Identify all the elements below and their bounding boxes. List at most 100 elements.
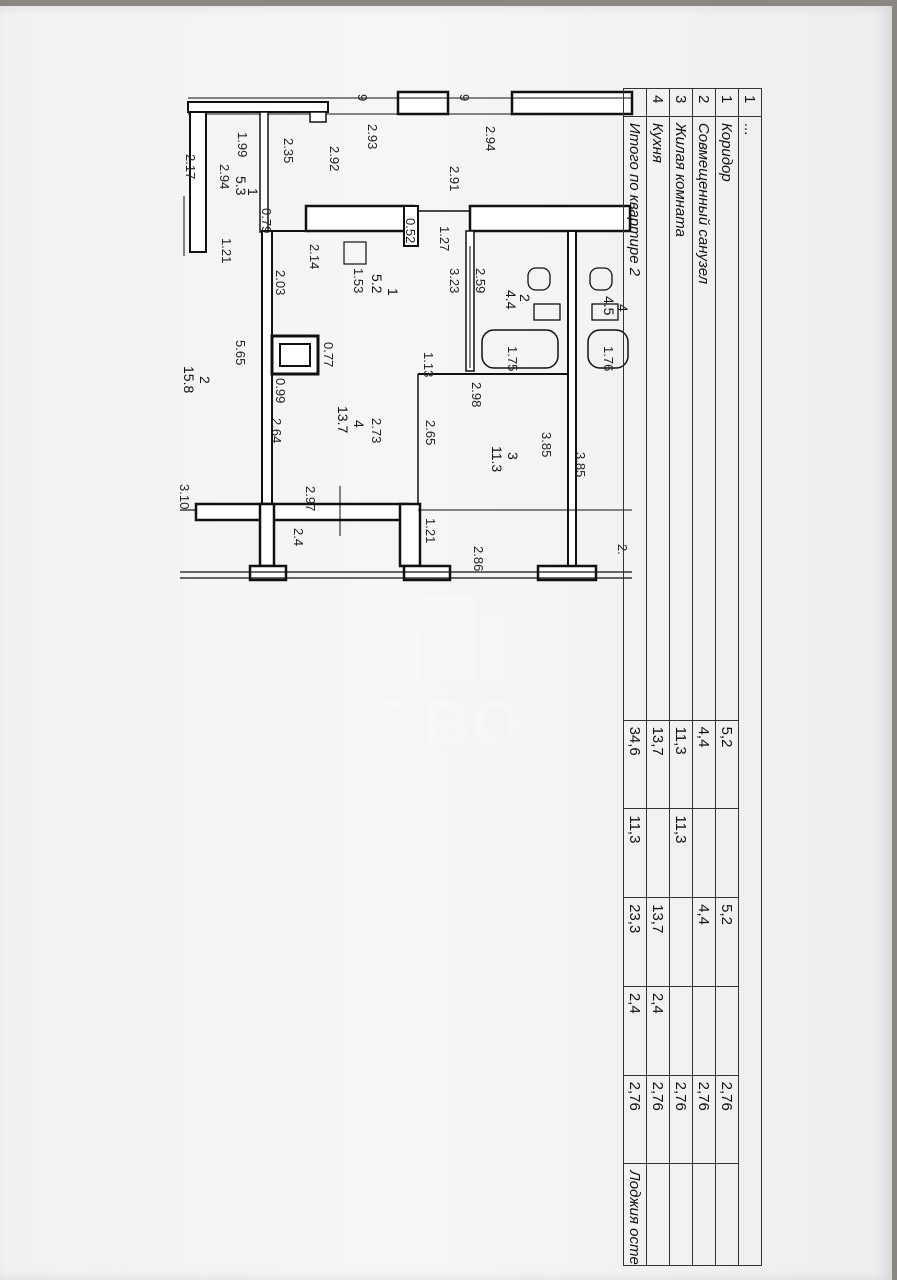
table-cell: 2,76 bbox=[715, 1075, 739, 1164]
dim-label: 2.35 bbox=[281, 138, 296, 163]
table-cell: 2,4 bbox=[646, 986, 670, 1076]
table-total-row: Итого по квартире 2 34,6 11,3 23,3 2,4 2… bbox=[623, 88, 647, 1266]
room-area: 11.3 bbox=[489, 446, 505, 472]
table-cell bbox=[715, 808, 739, 898]
dim-label: 1.99 bbox=[235, 132, 250, 157]
dim-label: 0.79 bbox=[259, 208, 274, 233]
dim-label: 2.14 bbox=[307, 244, 322, 269]
table-cell: ... bbox=[738, 116, 762, 1266]
dim-label: 3.23 bbox=[447, 268, 462, 293]
table-cell bbox=[669, 897, 693, 987]
table-cell: 2,76 bbox=[623, 1075, 647, 1164]
table-header-row: 1 ... bbox=[738, 88, 762, 1266]
table-cell bbox=[669, 986, 693, 1076]
dim-label: 2.94 bbox=[483, 126, 498, 151]
dim-label: 2.59 bbox=[473, 268, 488, 293]
dim-label: 0.77 bbox=[321, 342, 336, 367]
table-cell: 4,4 bbox=[692, 897, 716, 987]
table-cell: 1 bbox=[715, 88, 739, 117]
dim-label: 3.85 bbox=[539, 432, 554, 457]
table-cell: 4,4 bbox=[692, 720, 716, 809]
dim-label: 1.53 bbox=[351, 268, 366, 293]
table-row: 4 Кухня 13,7 13,7 2,4 2,76 bbox=[646, 88, 670, 1266]
dim-label: 2.65 bbox=[423, 420, 438, 445]
room-number: 1 bbox=[245, 188, 261, 196]
table-cell bbox=[646, 1163, 670, 1266]
table-cell: 13,7 bbox=[646, 897, 670, 987]
table-row: 3 Жилая комната 11,3 11,3 2,76 bbox=[669, 88, 693, 1266]
dim-label: 2.64 bbox=[269, 418, 284, 443]
table-cell: 2,76 bbox=[669, 1075, 693, 1164]
document-sheet: 1.99 2.35 2.92 2.93 2.94 2.91 2.17 2. 9 4 … bbox=[0, 6, 892, 1280]
room-area: 4.5 bbox=[601, 296, 617, 316]
dim-label: 2.17 bbox=[183, 154, 198, 179]
table-cell: 2,4 bbox=[623, 986, 647, 1076]
dim-label: 3.10 bbox=[177, 484, 192, 509]
room-number: 2 bbox=[197, 376, 213, 384]
watermark-text: ЭВО bbox=[374, 687, 526, 759]
table-cell bbox=[646, 808, 670, 898]
table-cell: 2,76 bbox=[646, 1075, 670, 1164]
table-cell: 13,7 bbox=[646, 720, 670, 809]
dim-label: 2.92 bbox=[327, 146, 342, 171]
dim-label: 0.99 bbox=[273, 378, 288, 403]
dim-label: 1.75 bbox=[505, 346, 520, 371]
table-cell: 5,2 bbox=[715, 897, 739, 987]
room-number: 4 bbox=[351, 420, 367, 428]
floor-plan: 1.99 2.35 2.92 2.93 2.94 2.91 2.17 2.94 … bbox=[177, 90, 634, 582]
table-cell bbox=[669, 1163, 693, 1266]
dim-label: 1.76 bbox=[601, 346, 616, 371]
dim-label: 2.94 bbox=[217, 164, 232, 189]
table-cell: Жилая комната bbox=[669, 116, 693, 721]
table-cell: 11,3 bbox=[669, 808, 693, 898]
table-cell: 4 bbox=[646, 88, 670, 117]
table-cell: 2 bbox=[692, 88, 716, 117]
table-cell: 1 bbox=[738, 88, 762, 117]
dim-label: 1.21 bbox=[423, 518, 438, 543]
dim-label: 5.65 bbox=[233, 340, 248, 365]
table-cell: 11,3 bbox=[623, 808, 647, 898]
dim-label: 2.98 bbox=[469, 382, 484, 407]
watermark-logo: ЭВО bbox=[350, 576, 550, 759]
table-cell bbox=[692, 1163, 716, 1266]
room-number: 1 bbox=[385, 288, 401, 296]
table-cell: 23,3 bbox=[623, 897, 647, 987]
dim-label: 2.03 bbox=[273, 270, 288, 295]
dim-label: 2.97 bbox=[303, 486, 318, 511]
table-cell: Лоджия остеклен bbox=[623, 1163, 647, 1266]
explication-table: 1 ... 1 Коридор 5,2 5,2 2,76 2 Совмещенн… bbox=[623, 88, 762, 1266]
room-area: 5.2 bbox=[369, 274, 385, 294]
dim-label: 1.21 bbox=[219, 238, 234, 263]
dim-label: 2.73 bbox=[369, 418, 384, 443]
table-cell bbox=[715, 1163, 739, 1266]
table-row: 2 Совмещенный санузел 4,4 4,4 2,76 bbox=[692, 88, 716, 1266]
table-row: 1 Коридор 5,2 5,2 2,76 bbox=[715, 88, 739, 1266]
dim-label: 9 bbox=[457, 94, 472, 101]
dim-label: 2.91 bbox=[447, 166, 462, 191]
table-cell bbox=[623, 88, 647, 117]
room-number: 3 bbox=[505, 452, 521, 460]
dim-label: 2.93 bbox=[365, 124, 380, 149]
table-cell: 5,2 bbox=[715, 720, 739, 809]
dim-label: 2.86 bbox=[471, 546, 486, 571]
table-cell: Итого по квартире 2 bbox=[623, 116, 647, 721]
room-area: 5.3 bbox=[233, 176, 249, 196]
table-cell bbox=[692, 808, 716, 898]
room-area: 4.4 bbox=[503, 290, 519, 310]
dim-label: 9 bbox=[355, 94, 370, 101]
table-cell bbox=[692, 986, 716, 1076]
table-cell: Кухня bbox=[646, 116, 670, 721]
room-area: 13.7 bbox=[335, 406, 351, 433]
dim-label: 0.52 bbox=[403, 218, 418, 243]
table-cell bbox=[715, 986, 739, 1076]
table-cell: 2,76 bbox=[692, 1075, 716, 1164]
table-cell: 3 bbox=[669, 88, 693, 117]
table-cell: 34,6 bbox=[623, 720, 647, 809]
room-number: 4 bbox=[615, 304, 631, 312]
room-number: 2 bbox=[517, 294, 533, 302]
table-cell: Коридор bbox=[715, 116, 739, 721]
dim-label: 2. bbox=[615, 544, 630, 555]
dim-label: 3.85 bbox=[573, 452, 588, 477]
dim-label: 1.27 bbox=[437, 226, 452, 251]
dim-label: 2.4 bbox=[291, 528, 306, 546]
